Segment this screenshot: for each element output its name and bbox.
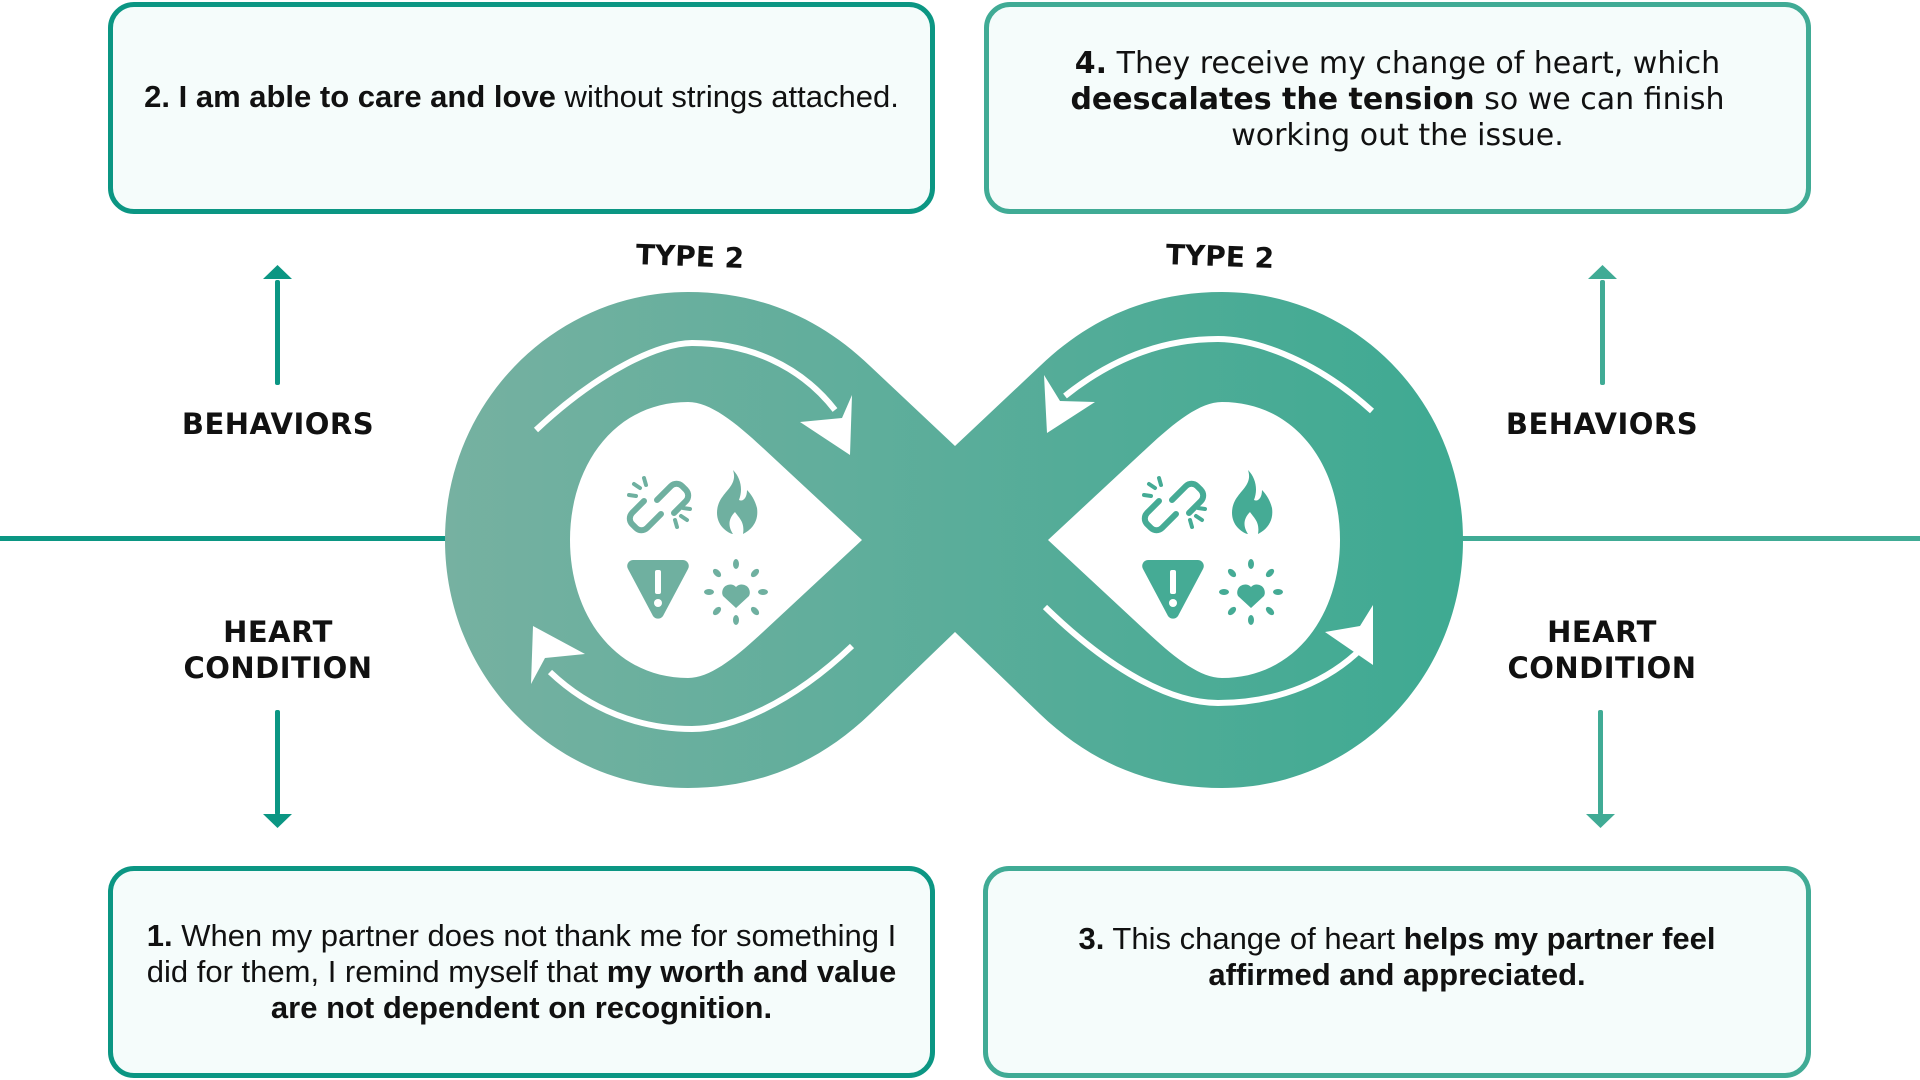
heart-burst-icon xyxy=(1219,559,1283,625)
divider-line-left xyxy=(0,536,450,541)
step-2-number: 2. xyxy=(144,79,170,114)
warning-icon xyxy=(1142,560,1204,619)
icon-cluster-left xyxy=(626,470,768,625)
cycle-arrow-right-bottom xyxy=(1042,604,1373,707)
icon-cluster-right xyxy=(1141,470,1283,625)
step-3-number: 3. xyxy=(1078,921,1105,956)
step-1-number: 1. xyxy=(146,918,173,953)
step-4-text: 4. They receive my change of heart, whic… xyxy=(1070,46,1725,153)
step-1-box: 1. When my partner does not thank me for… xyxy=(108,866,935,1078)
divider-line-right xyxy=(1460,536,1920,541)
type-label-right: TYPE 2 xyxy=(1165,238,1274,275)
step-1-text: 1. When my partner does not thank me for… xyxy=(146,918,897,1025)
flame-icon xyxy=(717,470,758,534)
cycle-arrow-left-bottom xyxy=(531,626,855,733)
arrow-down-left xyxy=(263,710,292,828)
warning-icon xyxy=(627,560,689,619)
broken-link-icon xyxy=(1141,476,1207,534)
heart-condition-label-right: HEART CONDITION xyxy=(1507,615,1697,685)
cycle-arrow-right-top xyxy=(1044,335,1375,433)
step-2-text: 2. I am able to care and love without st… xyxy=(144,79,899,114)
type-label-left: TYPE 2 xyxy=(635,238,744,275)
flame-icon xyxy=(1232,470,1273,534)
behaviors-label-right: BEHAVIORS xyxy=(1505,407,1699,441)
arrow-down-right xyxy=(1586,710,1615,828)
arrow-up-right xyxy=(1588,265,1617,385)
infinity-shape xyxy=(445,292,1463,788)
behaviors-label-left: BEHAVIORS xyxy=(181,407,375,441)
step-2-box: 2. I am able to care and love without st… xyxy=(108,2,935,214)
arrow-up-left xyxy=(263,265,292,385)
heart-condition-label-left: HEART CONDITION xyxy=(183,615,373,685)
broken-link-icon xyxy=(626,476,692,534)
cycle-arrow-left-top xyxy=(533,339,852,455)
step-4-number: 4. xyxy=(1074,46,1108,81)
step-4-box: 4. They receive my change of heart, whic… xyxy=(984,2,1811,214)
step-3-box: 3. This change of heart helps my partner… xyxy=(983,866,1811,1078)
heart-burst-icon xyxy=(704,559,768,625)
step-3-text: 3. This change of heart helps my partner… xyxy=(1078,921,1716,992)
